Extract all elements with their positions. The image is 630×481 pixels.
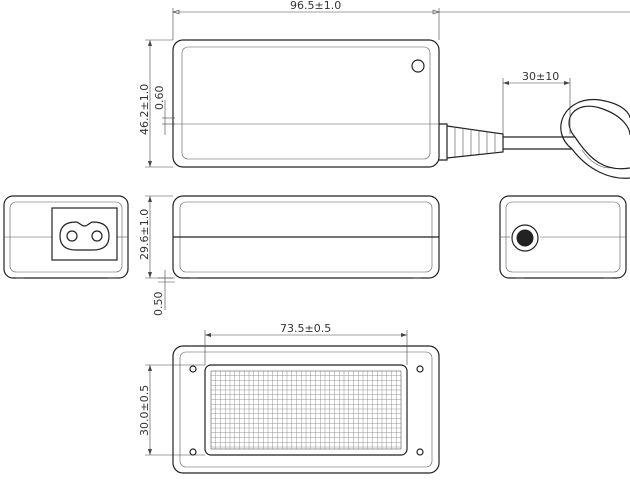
screw-hole-bottom-right [416,448,424,456]
left-end-view [3,195,129,279]
top-view-inner-edge [181,46,431,160]
edge-offset-label: 0.60 [153,86,166,111]
cord-relief-dimension: 30±10 [502,70,571,134]
screw-hole-bottom-left [189,448,197,456]
height-label: 29.6±1.0 [138,209,151,260]
power-cord [503,98,630,179]
bottom-view [172,345,440,474]
vent-length-dimension: 73.5±0.5 [204,322,408,365]
width-label: 46.2±1.0 [138,84,151,135]
side-view [172,195,440,279]
dc-cord-icon [516,229,534,247]
foot-height-dimension: 0.50 [152,270,175,316]
vent-grille [204,364,408,456]
width-dimension: 46.2±1.0 [138,39,173,168]
vent-length-label: 73.5±0.5 [280,322,331,335]
strain-relief [439,123,504,161]
socket-pin-left [66,230,78,242]
dc-cord-exit-outer [511,224,539,252]
height-dimension: 29.6±1.0 [138,195,173,279]
edge-offset-dimension: 0.60 [153,86,175,135]
right-end-view [499,195,627,279]
overall-length-label: 96.5±1.0 [290,0,341,12]
foot-height-label: 0.50 [152,292,165,317]
vent-grid [211,371,401,449]
overall-length-dimension: 96.5±1.0 [172,0,630,40]
ac-inlet-frame [51,207,118,261]
cord-relief-label: 30±10 [522,70,559,83]
top-view [172,39,630,179]
c8-socket-icon [59,221,110,251]
screw-hole-top-right [416,365,424,373]
led-indicator-icon [411,59,425,73]
top-view-outline [172,39,440,168]
socket-pin-right [91,230,103,242]
bottom-view-inner-edge [179,351,433,468]
vent-width-dimension: 30.0±0.5 [138,364,205,456]
screw-hole-top-left [189,365,197,373]
vent-width-label: 30.0±0.5 [138,385,151,436]
bottom-view-outline [172,345,440,474]
